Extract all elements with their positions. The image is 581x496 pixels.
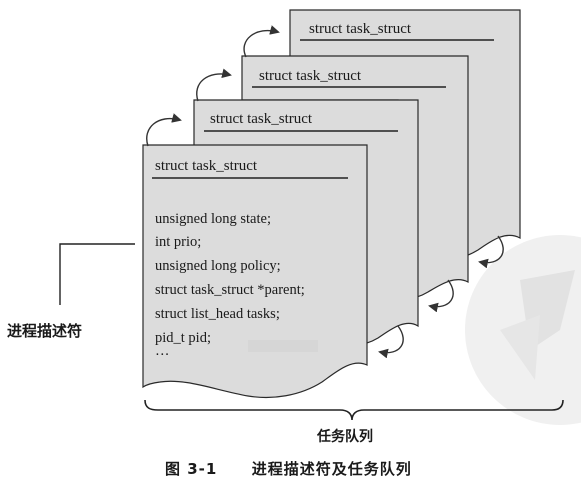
field-state: unsigned long state; <box>155 211 271 227</box>
queue-brace <box>144 399 564 421</box>
figure-caption-text: 进程描述符及任务队列 <box>251 460 412 478</box>
next-arrow-2 <box>196 68 232 102</box>
task-card-front <box>142 144 368 399</box>
figure-caption: 图 3-1 进程描述符及任务队列 <box>165 458 412 479</box>
field-prio: int prio; <box>155 234 202 250</box>
prev-arrow-2 <box>428 279 454 313</box>
task-card-front-title: struct task_struct <box>155 158 258 174</box>
task-card-2-title: struct task_struct <box>210 111 313 127</box>
field-pid: pid_t pid; <box>155 330 211 346</box>
queue-label: 任务队列 <box>317 429 373 445</box>
watermark-logo <box>465 235 581 425</box>
field-tasks: struct list_head tasks; <box>155 306 280 322</box>
descriptor-label: 进程描述符 <box>7 322 83 340</box>
figure-number: 图 3-1 <box>165 460 218 478</box>
prev-arrow-1 <box>478 235 504 269</box>
descriptor-connector <box>59 243 135 305</box>
field-ellipsis: ··· <box>155 347 170 363</box>
next-arrow-3 <box>243 25 280 58</box>
field-policy: unsigned long policy; <box>155 258 281 274</box>
prev-arrow-3 <box>378 325 404 359</box>
task-card-4-title: struct task_struct <box>309 21 412 37</box>
task-card-3-title: struct task_struct <box>259 68 362 84</box>
next-arrow-1 <box>146 113 182 147</box>
field-parent: struct task_struct *parent; <box>155 282 305 298</box>
